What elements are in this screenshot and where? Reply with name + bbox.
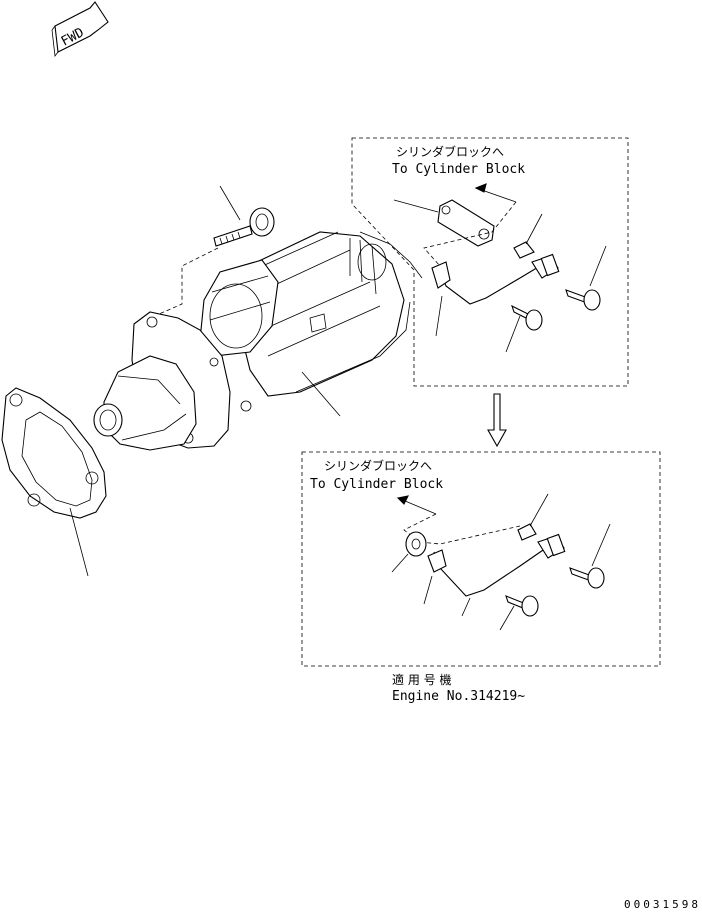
detail-bottom-en-label: To Cylinder Block — [310, 477, 443, 492]
applicable-jp-label: 適 用 号 機 — [392, 672, 451, 687]
fwd-label: FWD — [59, 25, 87, 49]
engine-number-label: Engine No.314219~ — [392, 689, 525, 704]
detail-top-en-label: To Cylinder Block — [392, 162, 525, 177]
mounting-bolt — [213, 207, 275, 247]
detail-box-bottom: シリンダブロックへ To Cylinder Block — [301, 451, 661, 667]
detail-box-top: シリンダブロックへ To Cylinder Block — [351, 137, 629, 387]
down-arrow-icon — [487, 393, 507, 448]
leader-line — [219, 185, 241, 221]
connection-line — [359, 231, 423, 279]
starter-motor — [93, 231, 411, 451]
flange-gasket — [1, 387, 107, 519]
drawing-code: 00031598 — [624, 898, 701, 911]
detail-top-jp-label: シリンダブロックへ — [396, 144, 504, 159]
leader-line — [69, 507, 89, 577]
fwd-arrow-icon: FWD — [51, 1, 109, 58]
bolt-path-line — [149, 247, 219, 319]
detail-bottom-jp-label: シリンダブロックへ — [324, 458, 432, 473]
leader-line — [301, 371, 341, 417]
